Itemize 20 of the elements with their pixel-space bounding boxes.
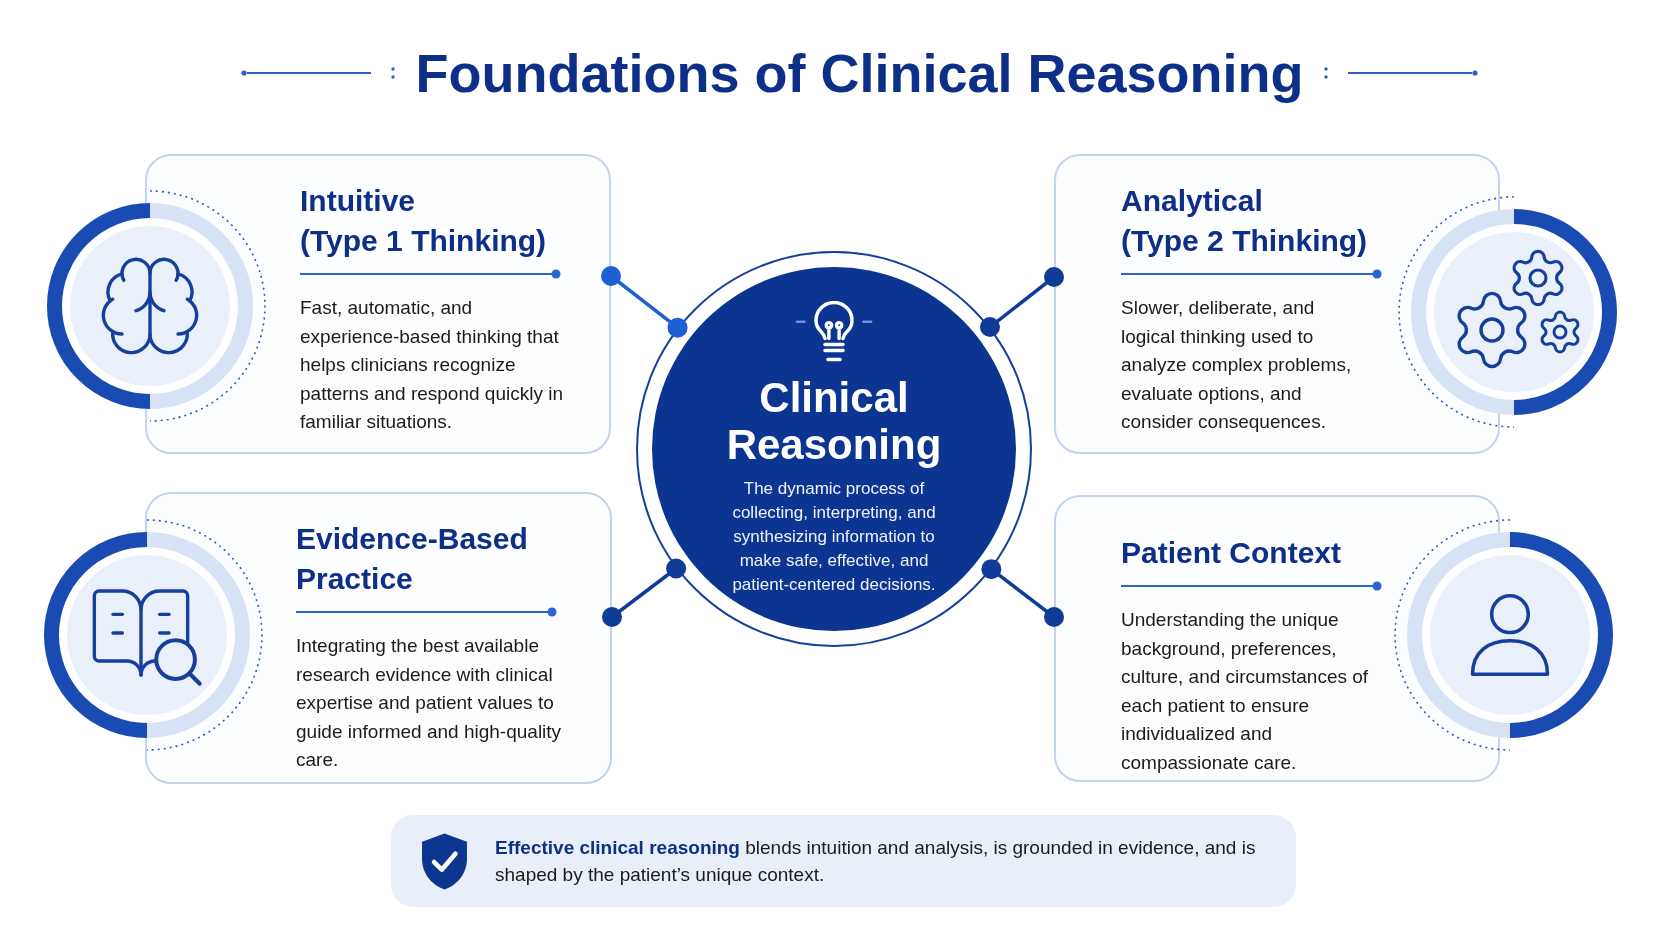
hub-description: The dynamic process of collecting, interpreting, and synthesizing information to make safe, effective, and patient-centered decisions. [731,478,937,596]
card-description: Fast, automatic, and experience-based thinking that helps clinicians recognize patterns and respond quickly in familiar situations. [300,296,564,434]
summary-text: Effective clinical reasoning blends intuition and analysis, is grounded in evidence, and is shaped by the patient’s unique context. [495,836,1257,887]
connector-line [980,267,1064,338]
card-subheading: (Type 2 Thinking) [1121,223,1368,259]
card-subheading: (Type 1 Thinking) [300,223,547,259]
card-heading: Intuitive [300,183,415,219]
card-heading: Evidence-Based Practice [296,521,529,597]
card-description: Understanding the unique background, preferences, culture, and circumstances of each patient to ensure individualized and compassionate care. [1121,608,1370,775]
connector-line [602,558,687,627]
card-description: Integrating the best available research evidence with clinical expertise and patient values to guide informed and high-quality care. [296,634,563,772]
info-card [1054,154,1500,454]
connector-line [601,266,688,338]
hub-heading: Clinical Reasoning [725,374,943,468]
card-heading: Patient Context [1121,535,1342,571]
connector-line [981,559,1064,627]
card-description: Slower, deliberate, and logical thinking used to analyze complex problems, evaluate options, and consider consequences. [1121,296,1353,434]
page-title: Foundations of Clinical Reasoning [415,42,1304,105]
summary-banner [391,815,1296,907]
card-heading: Analytical [1121,183,1263,219]
